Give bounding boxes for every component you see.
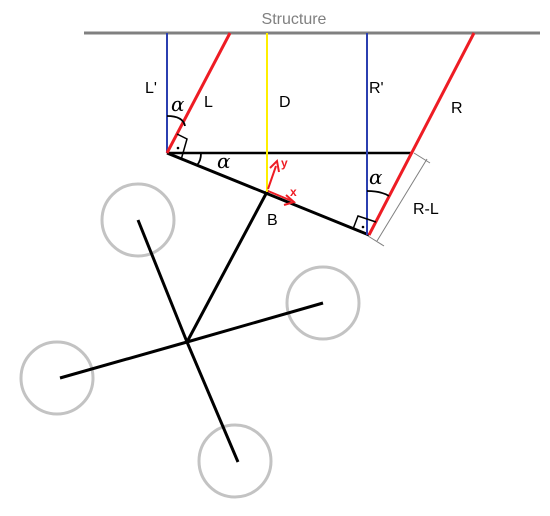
l-label: L [204, 94, 213, 111]
frame-arm-top-left [136, 219, 189, 343]
frame-arm-right [186, 301, 324, 344]
frame-arm-left [59, 340, 188, 380]
frame-arm-bottom [185, 341, 240, 463]
y-axis-label: y [281, 156, 288, 170]
r-label: R [451, 100, 463, 117]
rotor-circle-right [285, 265, 361, 341]
frame-mast [185, 189, 270, 343]
right-red-cable [367, 32, 476, 236]
right-angle-dot-right [361, 225, 365, 229]
left-red-cable [165, 32, 232, 154]
r-minus-l-bracket-tick-bottom [367, 235, 385, 247]
r-prime-label: R' [369, 80, 384, 97]
x-axis-arrow [267, 190, 293, 202]
d-label: D [279, 94, 291, 111]
right-angle-dot-left [176, 146, 180, 150]
y-axis-arrowhead [269, 158, 280, 173]
right-angle-mark-left [176, 133, 188, 161]
l-prime-label: L' [145, 80, 157, 97]
r-minus-l-label: R-L [413, 201, 439, 218]
alpha-left-label: α [171, 92, 185, 116]
angle-arc-center [196, 152, 202, 166]
angle-arc-right [366, 190, 390, 197]
rotor-circle-left [19, 340, 95, 416]
r-minus-l-bracket [376, 158, 428, 242]
x-axis-label: x [290, 185, 297, 199]
x-axis-arrowhead [283, 194, 297, 206]
rotor-circle-bottom [197, 423, 273, 499]
rotor-circle-top-left [100, 182, 176, 258]
y-axis-arrow [267, 165, 277, 190]
alpha-right-label: α [369, 165, 383, 189]
b-label: B [267, 212, 278, 229]
r-minus-l-bracket-tick-top [413, 152, 431, 164]
right-angle-mark-right [352, 215, 377, 230]
tilted-bar [166, 151, 370, 237]
angle-arc-left [166, 115, 186, 127]
alpha-center-label: α [217, 149, 231, 173]
structure-label: Structure [262, 11, 327, 28]
